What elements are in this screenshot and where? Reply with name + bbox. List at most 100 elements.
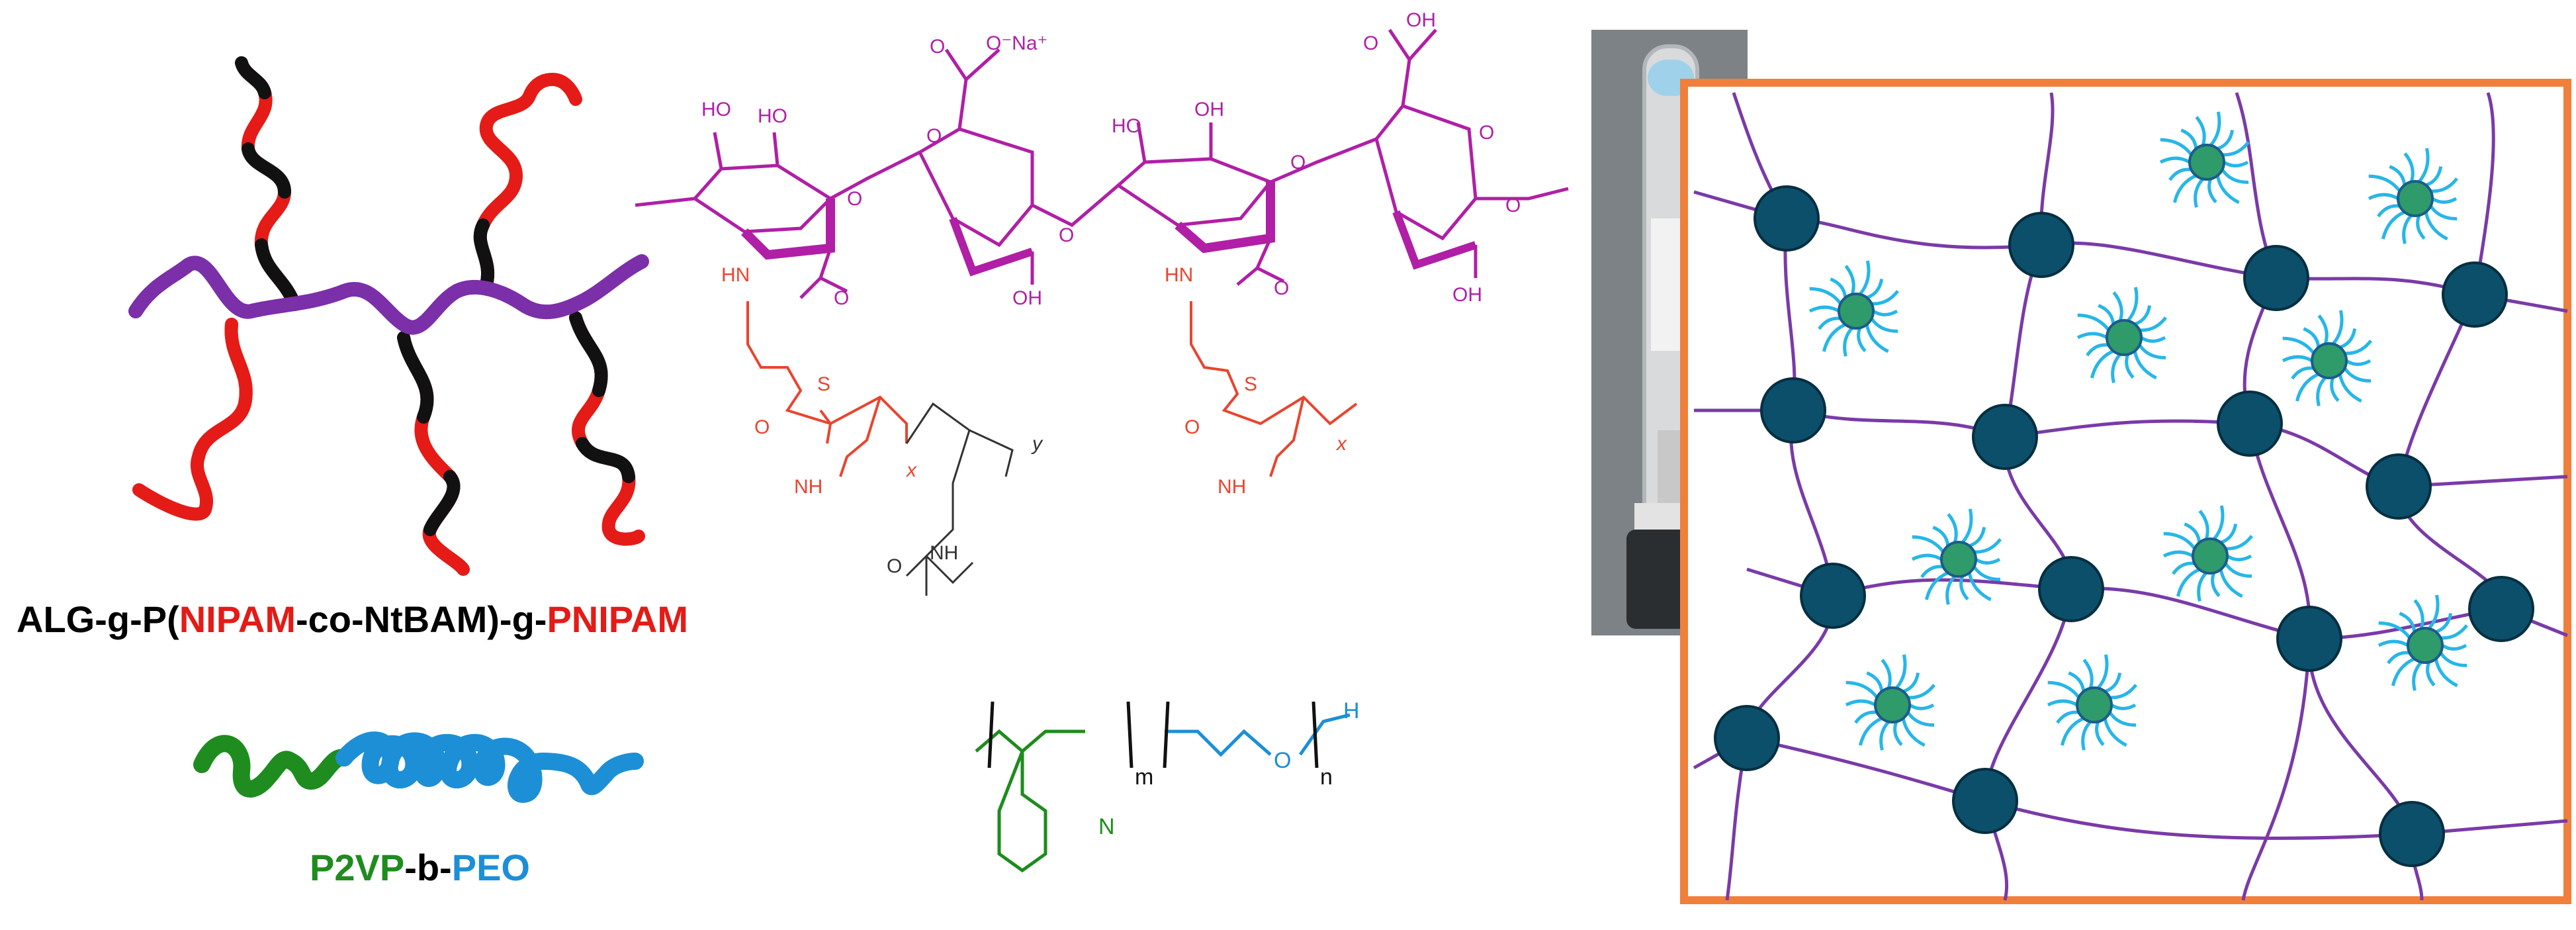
micelle-arm <box>2434 658 2458 688</box>
graft-labels-left: HN S O NH x y O NH <box>721 264 1044 577</box>
crosslink-node <box>2243 245 2309 311</box>
crosslink-node <box>2366 453 2432 520</box>
side-chain-3 <box>132 318 253 521</box>
micelle-arm <box>2225 535 2254 551</box>
micelle <box>2047 654 2138 751</box>
micelle-arm <box>2425 166 2443 187</box>
micelle-arm <box>1894 654 1907 690</box>
micelle-arm <box>2391 657 2415 686</box>
micelle-arm <box>1866 671 1884 692</box>
micelle-arm <box>2211 572 2221 598</box>
micelle-arm <box>2441 643 2467 651</box>
label-seg: NIPAM <box>179 598 296 640</box>
micelle <box>2282 310 2373 406</box>
graft-structure-left <box>746 301 908 477</box>
alginate-atom-labels: O⁻Na⁺ O HO HO O O O OH O HO OH O O OH O … <box>701 9 1521 309</box>
micelle-arm <box>1870 317 1898 333</box>
atom-oh: OH <box>1012 287 1042 309</box>
atom-oh: OH <box>1452 284 1482 306</box>
micelle <box>1845 654 1936 751</box>
micelle-arm <box>2220 524 2238 545</box>
micelle-arm <box>1865 324 1889 353</box>
micelle-arm <box>2056 710 2079 724</box>
micelle-arm <box>2198 510 2209 540</box>
label-seg: PEO <box>452 847 530 888</box>
micelle-core <box>2311 342 2348 379</box>
micelle-arm <box>2378 621 2411 639</box>
micelle-arm <box>2344 340 2373 355</box>
micelle-arm <box>2125 353 2135 379</box>
micelle-arm <box>1879 720 1890 751</box>
micelle <box>1808 260 1900 357</box>
atom-oh: OH <box>1406 9 1436 31</box>
micelle-arm <box>1857 327 1867 353</box>
micelle-arm <box>1973 565 2001 581</box>
micelle-arm <box>2194 177 2205 208</box>
micelle-arm <box>2108 711 2137 727</box>
micelle-arm <box>2368 193 2399 201</box>
micelle-core <box>2407 627 2444 664</box>
polymer1-label: ALG-g-P(NIPAM-co-NtBAM)-g-PNIPAM <box>17 598 688 640</box>
micelle-arm <box>1845 680 1879 699</box>
micelle-arm <box>2377 639 2409 647</box>
subscript-x: x <box>905 459 917 481</box>
micelle-arm <box>2413 599 2424 629</box>
micelle <box>2159 111 2250 208</box>
micelle-arm <box>2224 562 2252 578</box>
atom-o: O <box>834 287 849 309</box>
micelle-arm <box>1908 684 1936 700</box>
micelle-arm <box>1912 535 1945 553</box>
network-strands <box>1693 92 2568 901</box>
micelle-arm <box>1854 710 1877 724</box>
micelle-arm <box>2095 721 2105 747</box>
micelle-arm <box>2345 359 2372 366</box>
micelle-arm <box>1901 718 1926 747</box>
micelle-arm <box>2331 310 2344 346</box>
micelle-arm <box>1961 508 1973 544</box>
micelle-arm <box>2317 314 2329 345</box>
micelle-arm <box>1809 287 1842 305</box>
micelle-arm <box>2226 554 2252 561</box>
micelle-arm <box>1969 527 1986 548</box>
micelle-arm <box>2197 571 2208 602</box>
micelle-arm <box>2126 287 2139 322</box>
micelle-arm <box>2111 353 2122 383</box>
crosslink-node <box>2442 261 2508 328</box>
micelle <box>2377 594 2469 691</box>
p2vp-peo-labels: m n O H N <box>1098 698 1360 839</box>
micelle-arm <box>2096 654 2109 690</box>
micelle-arm <box>1844 265 1855 295</box>
graft-structure-left-black <box>905 402 1014 596</box>
micelle-arm <box>2160 138 2193 156</box>
micelle-arm <box>1843 326 1854 357</box>
micelle-arm <box>2068 671 2086 692</box>
atom-o: O <box>926 125 942 147</box>
micelle-arm <box>1866 279 1884 300</box>
atom-o: O <box>1274 748 1291 773</box>
block-copolymer-cartoon <box>193 731 644 803</box>
micelle-arm <box>2082 659 2094 689</box>
micelle-arm <box>2330 377 2340 402</box>
micelle-arm <box>2134 305 2152 326</box>
graft-structure-right <box>1190 301 1358 477</box>
micelle-arm <box>2215 175 2240 205</box>
micelle-arm <box>1959 575 1969 601</box>
micelle-arm <box>2426 661 2436 687</box>
micelle-arm <box>2316 376 2327 406</box>
subscript-n: n <box>1320 765 1333 790</box>
micelle-arm <box>2110 684 2138 700</box>
side-chain-5 <box>569 311 645 546</box>
alginate-structure <box>635 28 1569 299</box>
label-seg: P2VP <box>310 847 404 888</box>
micelle-arm <box>2060 717 2084 746</box>
label-seg: -co-NtBAM)-g- <box>296 598 547 640</box>
atom-hn: HN <box>1165 264 1193 286</box>
micelle-arm <box>1924 571 1949 600</box>
micelle-arm <box>2377 204 2400 218</box>
micelle-arm <box>2163 532 2196 550</box>
micelle <box>2076 287 2168 383</box>
crosslink-node <box>2008 212 2074 278</box>
crosslink-node <box>1800 563 1866 629</box>
atom-o: O <box>754 416 770 438</box>
